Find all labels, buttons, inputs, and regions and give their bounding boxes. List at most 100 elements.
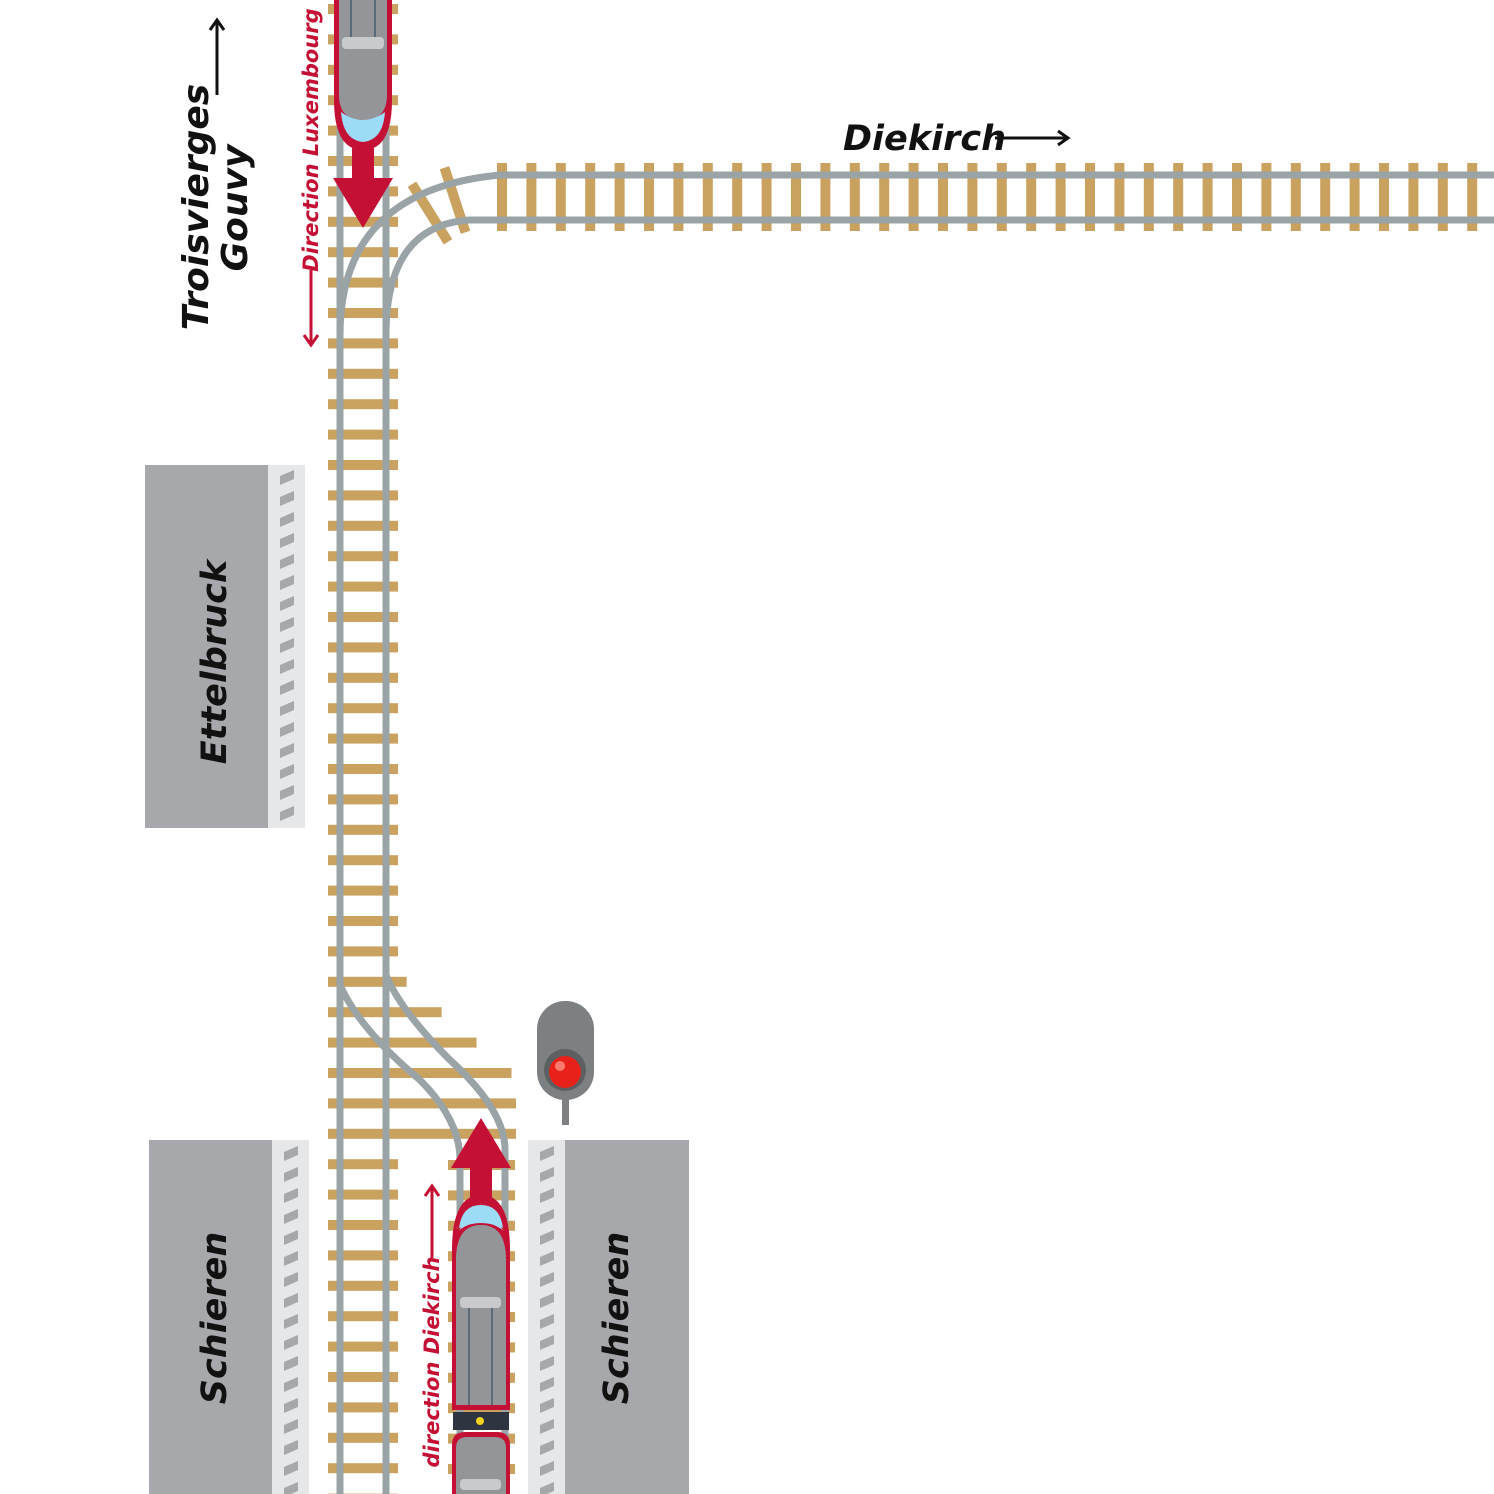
arrow-right-diekirch-icon — [995, 129, 1071, 147]
signal-red-light — [549, 1056, 581, 1088]
track-tie — [1143, 163, 1154, 231]
track-tie — [328, 976, 407, 987]
label-diekirch: Diekirch — [843, 119, 1006, 159]
diekirch-curve-inner-rail — [382, 216, 1494, 336]
track-tie — [1202, 163, 1213, 231]
track-tie — [328, 1037, 477, 1048]
platform-edge-mark — [284, 1167, 298, 1182]
platform-edge-mark — [284, 1188, 298, 1203]
track-tie — [328, 520, 398, 531]
track-tie — [328, 308, 398, 318]
switch-rail-left — [336, 983, 464, 1494]
track-tie — [328, 1463, 398, 1474]
track-tie — [1173, 163, 1184, 231]
track-tie — [328, 1159, 398, 1170]
track-tie — [328, 855, 398, 866]
track-tie — [328, 247, 398, 258]
track-tie — [555, 163, 566, 231]
platform-edge-mark — [284, 1440, 298, 1455]
platform-edge-mark — [540, 1419, 554, 1434]
platform-edge-mark — [280, 575, 294, 590]
track-tie — [673, 163, 684, 231]
platform-edge-mark — [280, 596, 294, 611]
track-tie — [328, 1068, 512, 1078]
platform-edge-mark — [540, 1188, 554, 1203]
arrow-up-troisvierges-icon — [208, 17, 226, 95]
track-tie — [328, 733, 398, 744]
track-tie — [1467, 163, 1478, 231]
platform-edge-mark — [540, 1272, 554, 1287]
track-tie — [328, 460, 398, 470]
track-tie — [328, 551, 398, 562]
track-tie — [328, 672, 398, 683]
track-tie — [938, 163, 948, 231]
track-tie — [1379, 163, 1389, 231]
track-tie — [328, 916, 398, 926]
platform-edge-mark — [284, 1335, 298, 1350]
track-tie — [791, 163, 801, 231]
platform-edge-mark — [284, 1398, 298, 1413]
track-tie — [585, 163, 596, 231]
track-tie — [849, 163, 860, 231]
label-direction-diekirch: direction Diekirch — [420, 1257, 444, 1468]
platform-edge-mark — [280, 722, 294, 737]
platform-edge-mark — [280, 764, 294, 779]
track-tie — [1320, 163, 1331, 231]
track-tie — [328, 1250, 398, 1261]
track-tie — [328, 1220, 398, 1230]
label-schieren-right: Schieren — [597, 1232, 637, 1405]
platform-edge-mark — [280, 680, 294, 695]
track-tie — [328, 1098, 516, 1109]
platform-edge-mark — [280, 638, 294, 653]
label-ettelbruck: Ettelbruck — [195, 557, 235, 764]
track-tie — [328, 1311, 398, 1322]
track-tie — [820, 163, 831, 231]
platform-edge-mark — [280, 806, 294, 821]
track-tie — [1055, 163, 1066, 231]
track-tie — [328, 429, 398, 440]
track-tie — [614, 163, 625, 231]
track-tie — [328, 824, 398, 835]
platform-edge-mark — [284, 1377, 298, 1392]
track-tie — [328, 1341, 398, 1352]
platform-edge-mark — [280, 470, 294, 485]
track-tie — [761, 163, 772, 231]
arrow-down-icon — [333, 148, 393, 228]
platform-edge-mark — [284, 1356, 298, 1371]
platform-edge-mark — [280, 743, 294, 758]
track-tie — [1290, 163, 1301, 231]
track-tie — [328, 1432, 398, 1443]
platform-edge-mark — [540, 1293, 554, 1308]
platform-edge-mark — [540, 1146, 554, 1161]
track-tie — [526, 163, 537, 231]
track-tie — [328, 581, 398, 592]
platform-edge-mark — [284, 1314, 298, 1329]
platform-edge-mark — [540, 1230, 554, 1245]
track-tie — [1232, 163, 1242, 231]
train-to-diekirch — [451, 1118, 511, 1494]
switch-rail-right — [382, 973, 509, 1494]
platform-edge-mark — [540, 1251, 554, 1266]
label-troisvierges: Troisvierges — [176, 84, 217, 330]
platform-edge-mark — [284, 1146, 298, 1161]
track-tie — [1408, 163, 1419, 231]
platform-edge-mark — [284, 1461, 298, 1476]
track-tie — [328, 1189, 398, 1200]
arrow-up-icon — [451, 1118, 511, 1200]
platform-edge-mark — [540, 1314, 554, 1329]
train-to-luxembourg — [333, 0, 393, 228]
track-tie — [328, 703, 398, 714]
track-tie — [328, 946, 398, 957]
platform-edge-mark — [540, 1440, 554, 1455]
arrow-up-direction-diekirch-icon — [423, 1183, 441, 1258]
track-tie — [996, 163, 1007, 231]
label-gouvy: Gouvy — [215, 143, 256, 271]
track-tie — [328, 885, 398, 896]
track-tie — [644, 163, 654, 231]
track-tie — [879, 163, 890, 231]
track-tie — [732, 163, 743, 231]
platform-edge-mark — [280, 785, 294, 800]
platform-edge-mark — [280, 512, 294, 527]
track-tie — [328, 1372, 398, 1382]
